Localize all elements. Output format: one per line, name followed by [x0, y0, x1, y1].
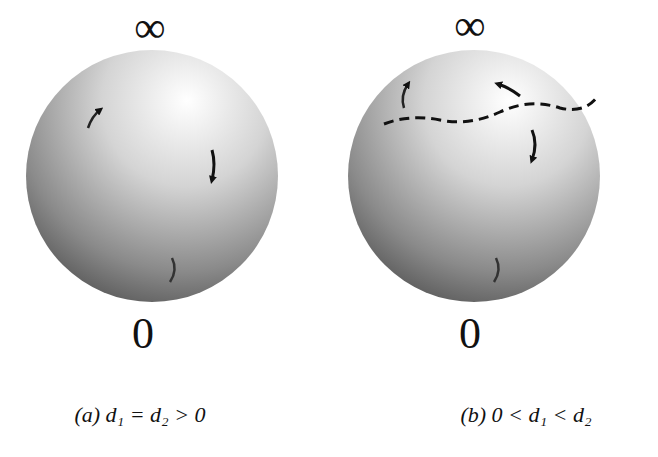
- subfigure-caption: (b) 0 < d₁ < d₂: [460, 404, 591, 426]
- separatrix-curve: [384, 96, 598, 124]
- sphere: [348, 50, 600, 302]
- flow-arrow: [403, 84, 408, 108]
- flow-arrow: [88, 110, 100, 128]
- pole-label: 0: [132, 312, 154, 356]
- subfigure-caption: (a) d₁ = d₂ > 0: [74, 404, 205, 426]
- flow-arrow: [170, 258, 175, 282]
- pole-label: ∞: [454, 4, 485, 48]
- flow-arrow: [494, 258, 499, 282]
- pole-label: 0: [459, 312, 481, 356]
- flow-arrow: [498, 84, 520, 96]
- sphere: [26, 50, 278, 302]
- pole-label: ∞: [134, 6, 165, 50]
- flow-arrow: [532, 130, 535, 160]
- flow-arrow: [212, 150, 214, 180]
